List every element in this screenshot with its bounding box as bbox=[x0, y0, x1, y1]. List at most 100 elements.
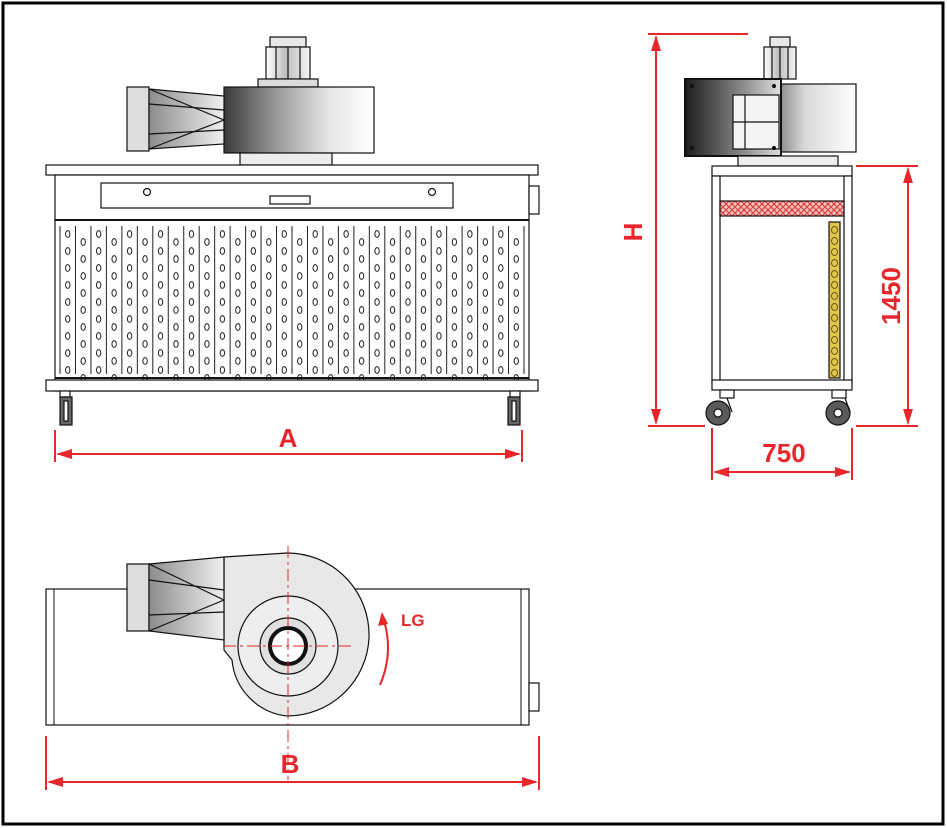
filter-hole bbox=[111, 238, 117, 246]
filter-hole bbox=[513, 340, 519, 348]
filter-hole bbox=[188, 332, 195, 340]
filter-hole bbox=[374, 349, 380, 357]
front-motor bbox=[257, 36, 319, 88]
filter-hole bbox=[451, 340, 458, 348]
filter-hole bbox=[513, 323, 519, 331]
filter-hole bbox=[374, 247, 380, 255]
filter-hole bbox=[327, 272, 334, 280]
filter-hole bbox=[358, 306, 365, 314]
filter-hole bbox=[297, 289, 303, 297]
filter-hole bbox=[266, 289, 272, 297]
top-view bbox=[45, 552, 540, 726]
filter-hole bbox=[173, 289, 179, 297]
front-wheel-left bbox=[59, 390, 73, 426]
filter-hole bbox=[250, 247, 257, 255]
filter-hole bbox=[513, 306, 519, 314]
filter-hole bbox=[436, 366, 442, 374]
filter-hole bbox=[142, 272, 148, 280]
filter-hole bbox=[513, 238, 519, 246]
side-pleat-ring bbox=[831, 281, 838, 289]
filter-hole bbox=[65, 230, 71, 238]
filter-hole bbox=[420, 340, 427, 348]
side-pleat-ring bbox=[831, 303, 838, 311]
filter-hole bbox=[173, 255, 179, 263]
filter-hole bbox=[389, 323, 396, 331]
filter-hole bbox=[358, 340, 365, 348]
filter-hole bbox=[157, 230, 164, 238]
filter-hole bbox=[451, 357, 458, 365]
filter-hole bbox=[498, 315, 504, 323]
filter-hole bbox=[451, 238, 458, 246]
filter-hole bbox=[513, 272, 519, 280]
filter-hole bbox=[420, 323, 427, 331]
side-filter-pleats bbox=[831, 226, 838, 377]
filter-hole bbox=[389, 289, 396, 297]
side-caster-left bbox=[705, 389, 735, 426]
filter-hole bbox=[95, 298, 102, 306]
filter-hole bbox=[436, 264, 442, 272]
filter-hole bbox=[266, 340, 272, 348]
filter-hole bbox=[482, 255, 489, 263]
filter-hole bbox=[482, 238, 489, 246]
filter-hole bbox=[95, 264, 102, 272]
filter-hole bbox=[467, 281, 473, 289]
filter-hole bbox=[157, 332, 164, 340]
filter-hole bbox=[65, 349, 71, 357]
filter-hole bbox=[65, 332, 71, 340]
filter-hole bbox=[95, 315, 102, 323]
side-pleat-ring bbox=[831, 259, 838, 267]
filter-hole bbox=[312, 264, 318, 272]
filter-hole bbox=[65, 366, 71, 374]
filter-hole bbox=[250, 349, 257, 357]
filter-hole bbox=[126, 315, 133, 323]
filter-hole bbox=[80, 323, 86, 331]
top-inlet-duct bbox=[126, 556, 225, 641]
filter-hole bbox=[327, 323, 334, 331]
filter-hole bbox=[111, 272, 117, 280]
filter-hole bbox=[482, 357, 489, 365]
filter-hole bbox=[204, 306, 210, 314]
filter-hole bbox=[111, 306, 117, 314]
filter-hole bbox=[281, 281, 287, 289]
filter-hole bbox=[188, 264, 195, 272]
filter-hole bbox=[157, 281, 164, 289]
filter-hole bbox=[405, 264, 411, 272]
filter-hole bbox=[219, 315, 226, 323]
filter-hole bbox=[266, 357, 272, 365]
filter-hole bbox=[95, 332, 102, 340]
filter-hole bbox=[389, 306, 396, 314]
filter-hole bbox=[157, 366, 164, 374]
filter-hole bbox=[111, 289, 117, 297]
filter-hole bbox=[111, 255, 117, 263]
side-pleat-ring bbox=[831, 336, 838, 344]
filter-hole bbox=[312, 332, 318, 340]
filter-hole bbox=[266, 255, 272, 263]
filter-hole bbox=[405, 247, 411, 255]
filter-hole bbox=[420, 255, 427, 263]
filter-hole bbox=[204, 238, 210, 246]
side-pleat-ring bbox=[831, 270, 838, 278]
filter-hole bbox=[266, 272, 272, 280]
filter-hole bbox=[219, 247, 226, 255]
filter-hole bbox=[80, 238, 86, 246]
filter-hole bbox=[343, 349, 349, 357]
filter-hole bbox=[142, 238, 148, 246]
filter-hole bbox=[513, 255, 519, 263]
filter-hole bbox=[498, 230, 504, 238]
filter-hole bbox=[204, 357, 210, 365]
filter-hole bbox=[219, 366, 226, 374]
filter-hole bbox=[389, 357, 396, 365]
side-pleat-ring bbox=[831, 358, 838, 366]
filter-hole bbox=[250, 366, 257, 374]
filter-hole bbox=[358, 357, 365, 365]
filter-hole bbox=[467, 264, 473, 272]
rotation-arrow bbox=[378, 612, 390, 686]
filter-hole bbox=[235, 272, 241, 280]
top-centerlines bbox=[224, 546, 355, 780]
filter-hole bbox=[95, 349, 102, 357]
filter-hole bbox=[250, 281, 257, 289]
filter-hole bbox=[312, 349, 318, 357]
filter-hole bbox=[374, 366, 380, 374]
filter-hole bbox=[451, 255, 458, 263]
